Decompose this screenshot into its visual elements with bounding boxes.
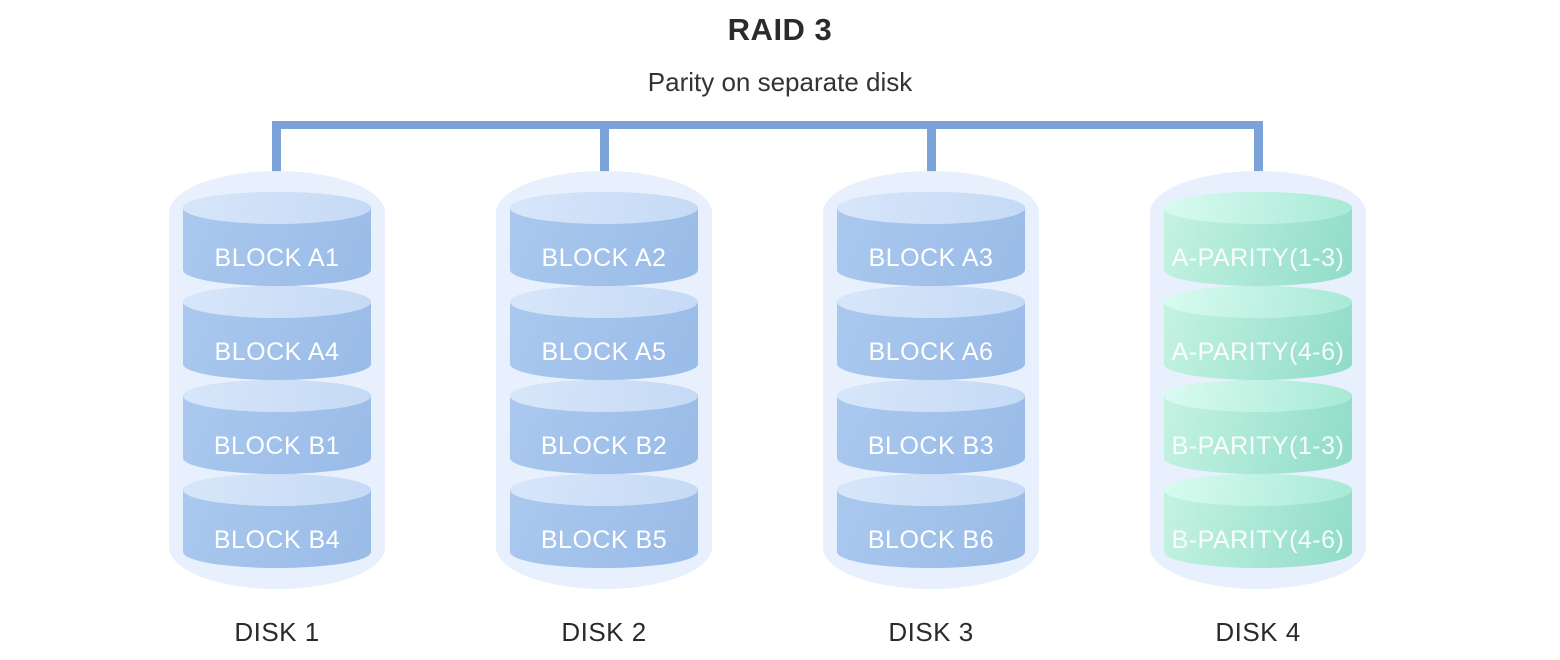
disk-3-label: DISK 3 bbox=[888, 617, 974, 647]
block-label: BLOCK A2 bbox=[541, 243, 667, 272]
disk-block: BLOCK A5 bbox=[510, 286, 698, 380]
parity-block: A-PARITY(1-3) bbox=[1164, 192, 1352, 286]
disk-1-label: DISK 1 bbox=[234, 617, 320, 647]
bus-horizontal-line bbox=[272, 121, 1263, 129]
block-label: BLOCK A6 bbox=[868, 337, 994, 366]
disk-2-stack: BLOCK A2 BLOCK A5 BLOCK B2 BLOCK B5 bbox=[510, 192, 698, 568]
bus-stub-disk-3 bbox=[927, 121, 936, 210]
disk-block: BLOCK A6 bbox=[837, 286, 1025, 380]
disk-block: BLOCK A2 bbox=[510, 192, 698, 286]
bus-stub-disk-1 bbox=[272, 121, 281, 210]
disk-4: A-PARITY(1-3) A-PARITY(4-6) B-PARITY(1-3… bbox=[1150, 171, 1366, 647]
diagram-title: RAID 3 bbox=[727, 12, 833, 47]
disk-3: BLOCK A3 BLOCK A6 BLOCK B3 BLOCK B6 DISK… bbox=[823, 171, 1039, 647]
parity-block: B-PARITY(4-6) bbox=[1164, 474, 1352, 568]
bus-stub-disk-2 bbox=[600, 121, 609, 210]
disk-block: BLOCK A1 bbox=[183, 192, 371, 286]
disk-3-stack: BLOCK A3 BLOCK A6 BLOCK B3 BLOCK B6 bbox=[837, 192, 1025, 568]
diagram-subtitle: Parity on separate disk bbox=[647, 67, 913, 97]
block-label: BLOCK B6 bbox=[867, 525, 995, 554]
block-label: BLOCK B1 bbox=[213, 431, 341, 460]
block-label: B-PARITY(4-6) bbox=[1171, 525, 1345, 554]
disk-4-label: DISK 4 bbox=[1215, 617, 1301, 647]
bus-stub-disk-4 bbox=[1254, 121, 1263, 210]
disk-2: BLOCK A2 BLOCK A5 BLOCK B2 BLOCK B5 DISK… bbox=[496, 171, 712, 647]
disk-block: BLOCK B1 bbox=[183, 380, 371, 474]
disk-block: BLOCK A4 bbox=[183, 286, 371, 380]
block-label: BLOCK A1 bbox=[214, 243, 340, 272]
block-label: A-PARITY(4-6) bbox=[1171, 337, 1345, 366]
block-label: BLOCK A5 bbox=[541, 337, 667, 366]
disk-1-stack: BLOCK A1 BLOCK A4 BLOCK B1 BLOCK B4 bbox=[183, 192, 371, 568]
disk-1: BLOCK A1 BLOCK A4 BLOCK B1 BLOCK B4 DISK… bbox=[169, 171, 385, 647]
disk-block: BLOCK B5 bbox=[510, 474, 698, 568]
block-label: B-PARITY(1-3) bbox=[1171, 431, 1345, 460]
parity-block: B-PARITY(1-3) bbox=[1164, 380, 1352, 474]
block-label: BLOCK B3 bbox=[867, 431, 995, 460]
disk-block: BLOCK B4 bbox=[183, 474, 371, 568]
parity-block: A-PARITY(4-6) bbox=[1164, 286, 1352, 380]
block-label: BLOCK B2 bbox=[540, 431, 668, 460]
block-label: BLOCK A4 bbox=[214, 337, 340, 366]
disk-2-label: DISK 2 bbox=[561, 617, 647, 647]
disk-block: BLOCK A3 bbox=[837, 192, 1025, 286]
block-label: BLOCK A3 bbox=[868, 243, 994, 272]
block-label: BLOCK B4 bbox=[213, 525, 341, 554]
disk-block: BLOCK B2 bbox=[510, 380, 698, 474]
block-label: BLOCK B5 bbox=[540, 525, 668, 554]
disk-block: BLOCK B6 bbox=[837, 474, 1025, 568]
disk-block: BLOCK B3 bbox=[837, 380, 1025, 474]
disk-4-stack: A-PARITY(1-3) A-PARITY(4-6) B-PARITY(1-3… bbox=[1164, 192, 1352, 568]
block-label: A-PARITY(1-3) bbox=[1171, 243, 1345, 272]
